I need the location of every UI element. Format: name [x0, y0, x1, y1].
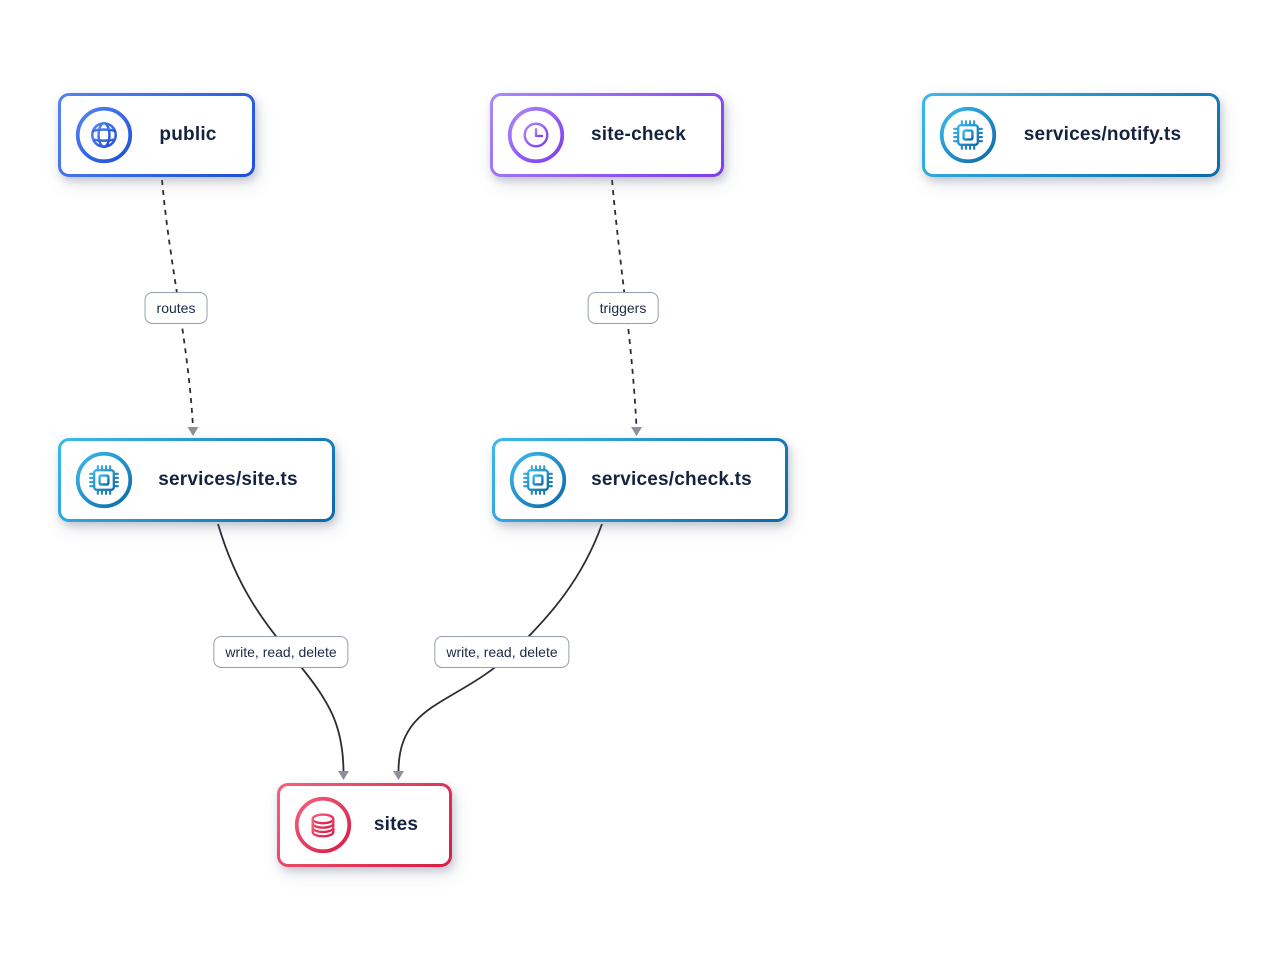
- node-services-site: services/site.ts: [58, 438, 335, 522]
- arrowhead-icon: [338, 771, 349, 780]
- chip-icon: [509, 451, 567, 509]
- node-body: sites: [280, 786, 449, 864]
- node-body: public: [61, 96, 252, 174]
- node-body: services/site.ts: [61, 441, 332, 519]
- chip-icon: [75, 451, 133, 509]
- edge-label-public-to-services-site: routes: [144, 291, 208, 325]
- node-label: services/check.ts: [591, 469, 752, 490]
- node-body: site-check: [493, 96, 721, 174]
- edge-label-services-site-to-sites: write, read, delete: [213, 635, 349, 669]
- globe-icon: [75, 106, 133, 164]
- node-body: services/notify.ts: [925, 96, 1217, 174]
- node-site-check: site-check: [490, 93, 724, 177]
- edge-label-site-check-to-services-check: triggers: [587, 291, 659, 325]
- node-label: services/notify.ts: [1023, 124, 1182, 145]
- arrowhead-icon: [393, 771, 404, 780]
- arrowhead-icon: [631, 427, 642, 436]
- edge-label-services-check-to-sites: write, read, delete: [434, 635, 570, 669]
- arrowhead-icon: [187, 427, 199, 436]
- node-label: services/site.ts: [158, 469, 298, 490]
- edge-public-to-services-site: [161, 179, 199, 436]
- node-services-notify: services/notify.ts: [922, 93, 1220, 177]
- node-label: public: [159, 124, 217, 145]
- node-public: public: [58, 93, 255, 177]
- node-body: services/check.ts: [495, 441, 785, 519]
- database-icon: [294, 796, 352, 854]
- node-sites: sites: [277, 783, 452, 867]
- chip-icon: [939, 106, 997, 164]
- node-services-check: services/check.ts: [492, 438, 788, 522]
- clock-icon: [507, 106, 565, 164]
- node-label: site-check: [591, 124, 686, 145]
- node-label: sites: [373, 814, 419, 835]
